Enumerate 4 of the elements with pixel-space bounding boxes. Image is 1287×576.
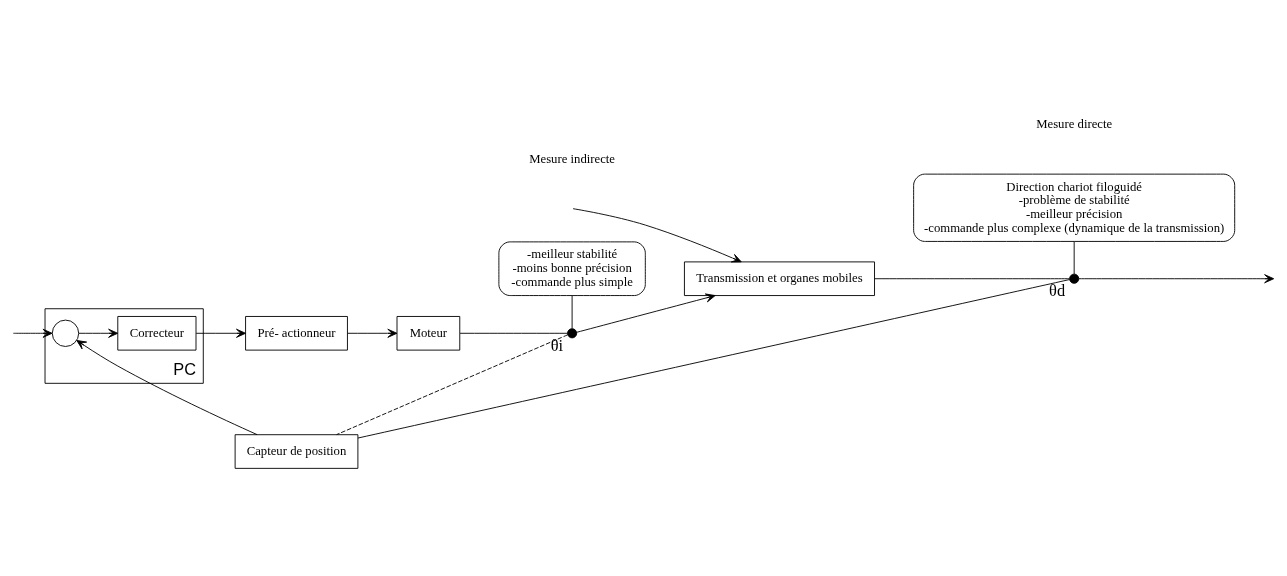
- node-label: θd: [1049, 280, 1066, 300]
- node-label: θi: [550, 335, 564, 355]
- label: Mesure indirecte: [529, 151, 616, 166]
- label: Mesure directe: [1036, 116, 1113, 131]
